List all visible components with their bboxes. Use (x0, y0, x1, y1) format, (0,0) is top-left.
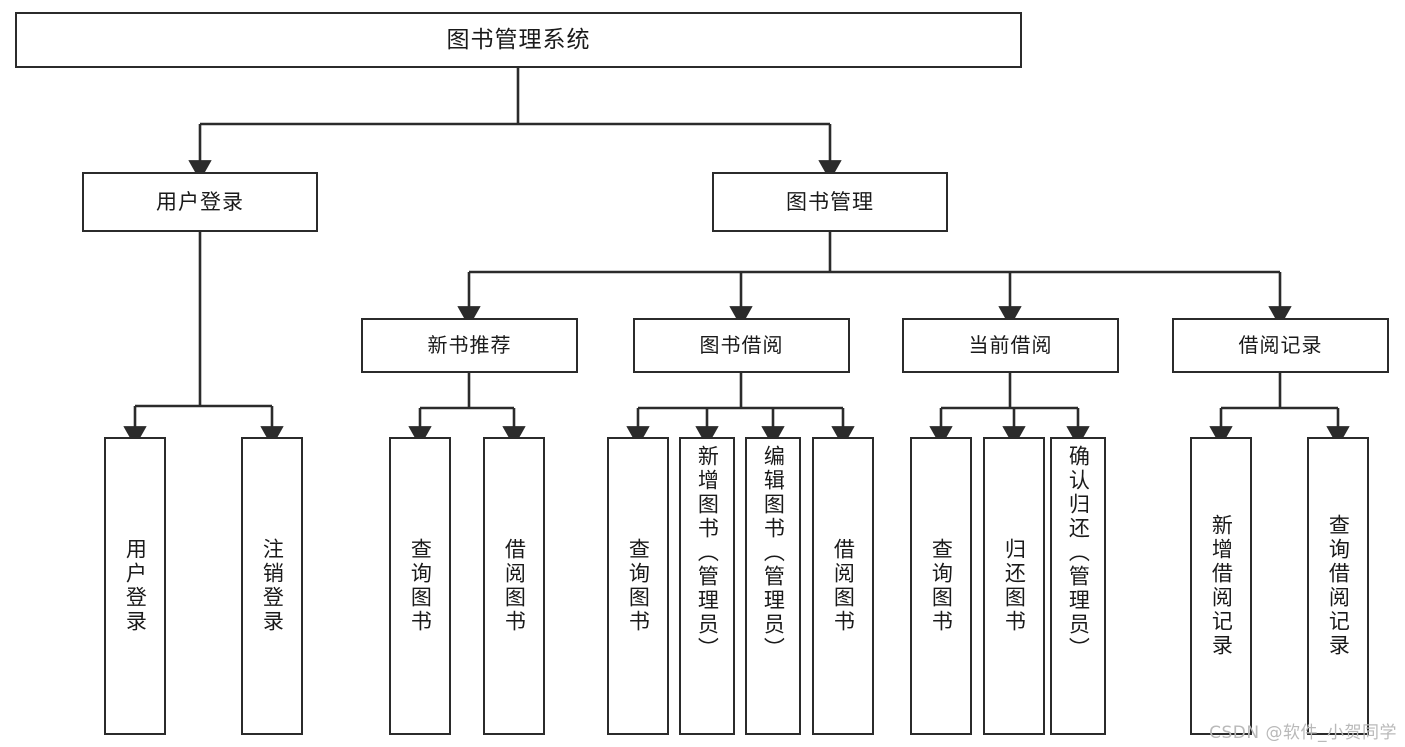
node-leaf-add-book-admin-label: 新增图书（管理员） (695, 445, 720, 661)
node-leaf-user-login[interactable]: 用户登录 (104, 437, 166, 735)
node-leaf-query-book-cur-label: 查询图书 (929, 538, 954, 634)
node-leaf-query-borrow-record-label: 查询借阅记录 (1326, 514, 1351, 658)
node-book-manage[interactable]: 图书管理 (712, 172, 948, 232)
node-leaf-query-borrow-record[interactable]: 查询借阅记录 (1307, 437, 1369, 735)
node-leaf-query-book-borrow-label: 查询图书 (626, 538, 651, 634)
node-root[interactable]: 图书管理系统 (15, 12, 1022, 68)
node-new-book-recommend-label: 新书推荐 (427, 332, 512, 357)
node-leaf-borrow-book-label: 借阅图书 (831, 538, 856, 634)
node-new-book-recommend[interactable]: 新书推荐 (361, 318, 578, 373)
node-borrow-record-label: 借阅记录 (1238, 332, 1323, 357)
node-leaf-user-login-label: 用户登录 (123, 538, 148, 634)
node-user-login-label: 用户登录 (156, 189, 244, 214)
node-leaf-user-logout[interactable]: 注销登录 (241, 437, 303, 735)
node-leaf-edit-book-admin-label: 编辑图书（管理员） (761, 445, 786, 661)
node-leaf-confirm-return-admin-label: 确认归还（管理员） (1066, 445, 1091, 661)
node-leaf-add-book-admin[interactable]: 新增图书（管理员） (679, 437, 735, 735)
node-leaf-query-book-cur[interactable]: 查询图书 (910, 437, 972, 735)
node-leaf-return-book[interactable]: 归还图书 (983, 437, 1045, 735)
node-current-borrow[interactable]: 当前借阅 (902, 318, 1119, 373)
node-leaf-borrow-book-rec[interactable]: 借阅图书 (483, 437, 545, 735)
node-leaf-add-borrow-record-label: 新增借阅记录 (1209, 514, 1234, 658)
node-book-borrow-label: 图书借阅 (699, 332, 784, 357)
node-book-borrow[interactable]: 图书借阅 (633, 318, 850, 373)
node-leaf-add-borrow-record[interactable]: 新增借阅记录 (1190, 437, 1252, 735)
node-leaf-query-book-rec-label: 查询图书 (408, 538, 433, 634)
node-leaf-borrow-book-rec-label: 借阅图书 (502, 538, 527, 634)
node-leaf-query-book-rec[interactable]: 查询图书 (389, 437, 451, 735)
node-leaf-return-book-label: 归还图书 (1002, 538, 1027, 634)
node-leaf-edit-book-admin[interactable]: 编辑图书（管理员） (745, 437, 801, 735)
node-current-borrow-label: 当前借阅 (968, 332, 1053, 357)
node-book-manage-label: 图书管理 (786, 189, 874, 214)
node-user-login[interactable]: 用户登录 (82, 172, 318, 232)
node-leaf-query-book-borrow[interactable]: 查询图书 (607, 437, 669, 735)
node-leaf-borrow-book[interactable]: 借阅图书 (812, 437, 874, 735)
node-borrow-record[interactable]: 借阅记录 (1172, 318, 1389, 373)
node-root-label: 图书管理系统 (446, 26, 591, 53)
node-leaf-user-logout-label: 注销登录 (260, 538, 285, 634)
node-leaf-confirm-return-admin[interactable]: 确认归还（管理员） (1050, 437, 1106, 735)
csdn-watermark: CSDN @软件_小贺同学 (1209, 723, 1397, 743)
